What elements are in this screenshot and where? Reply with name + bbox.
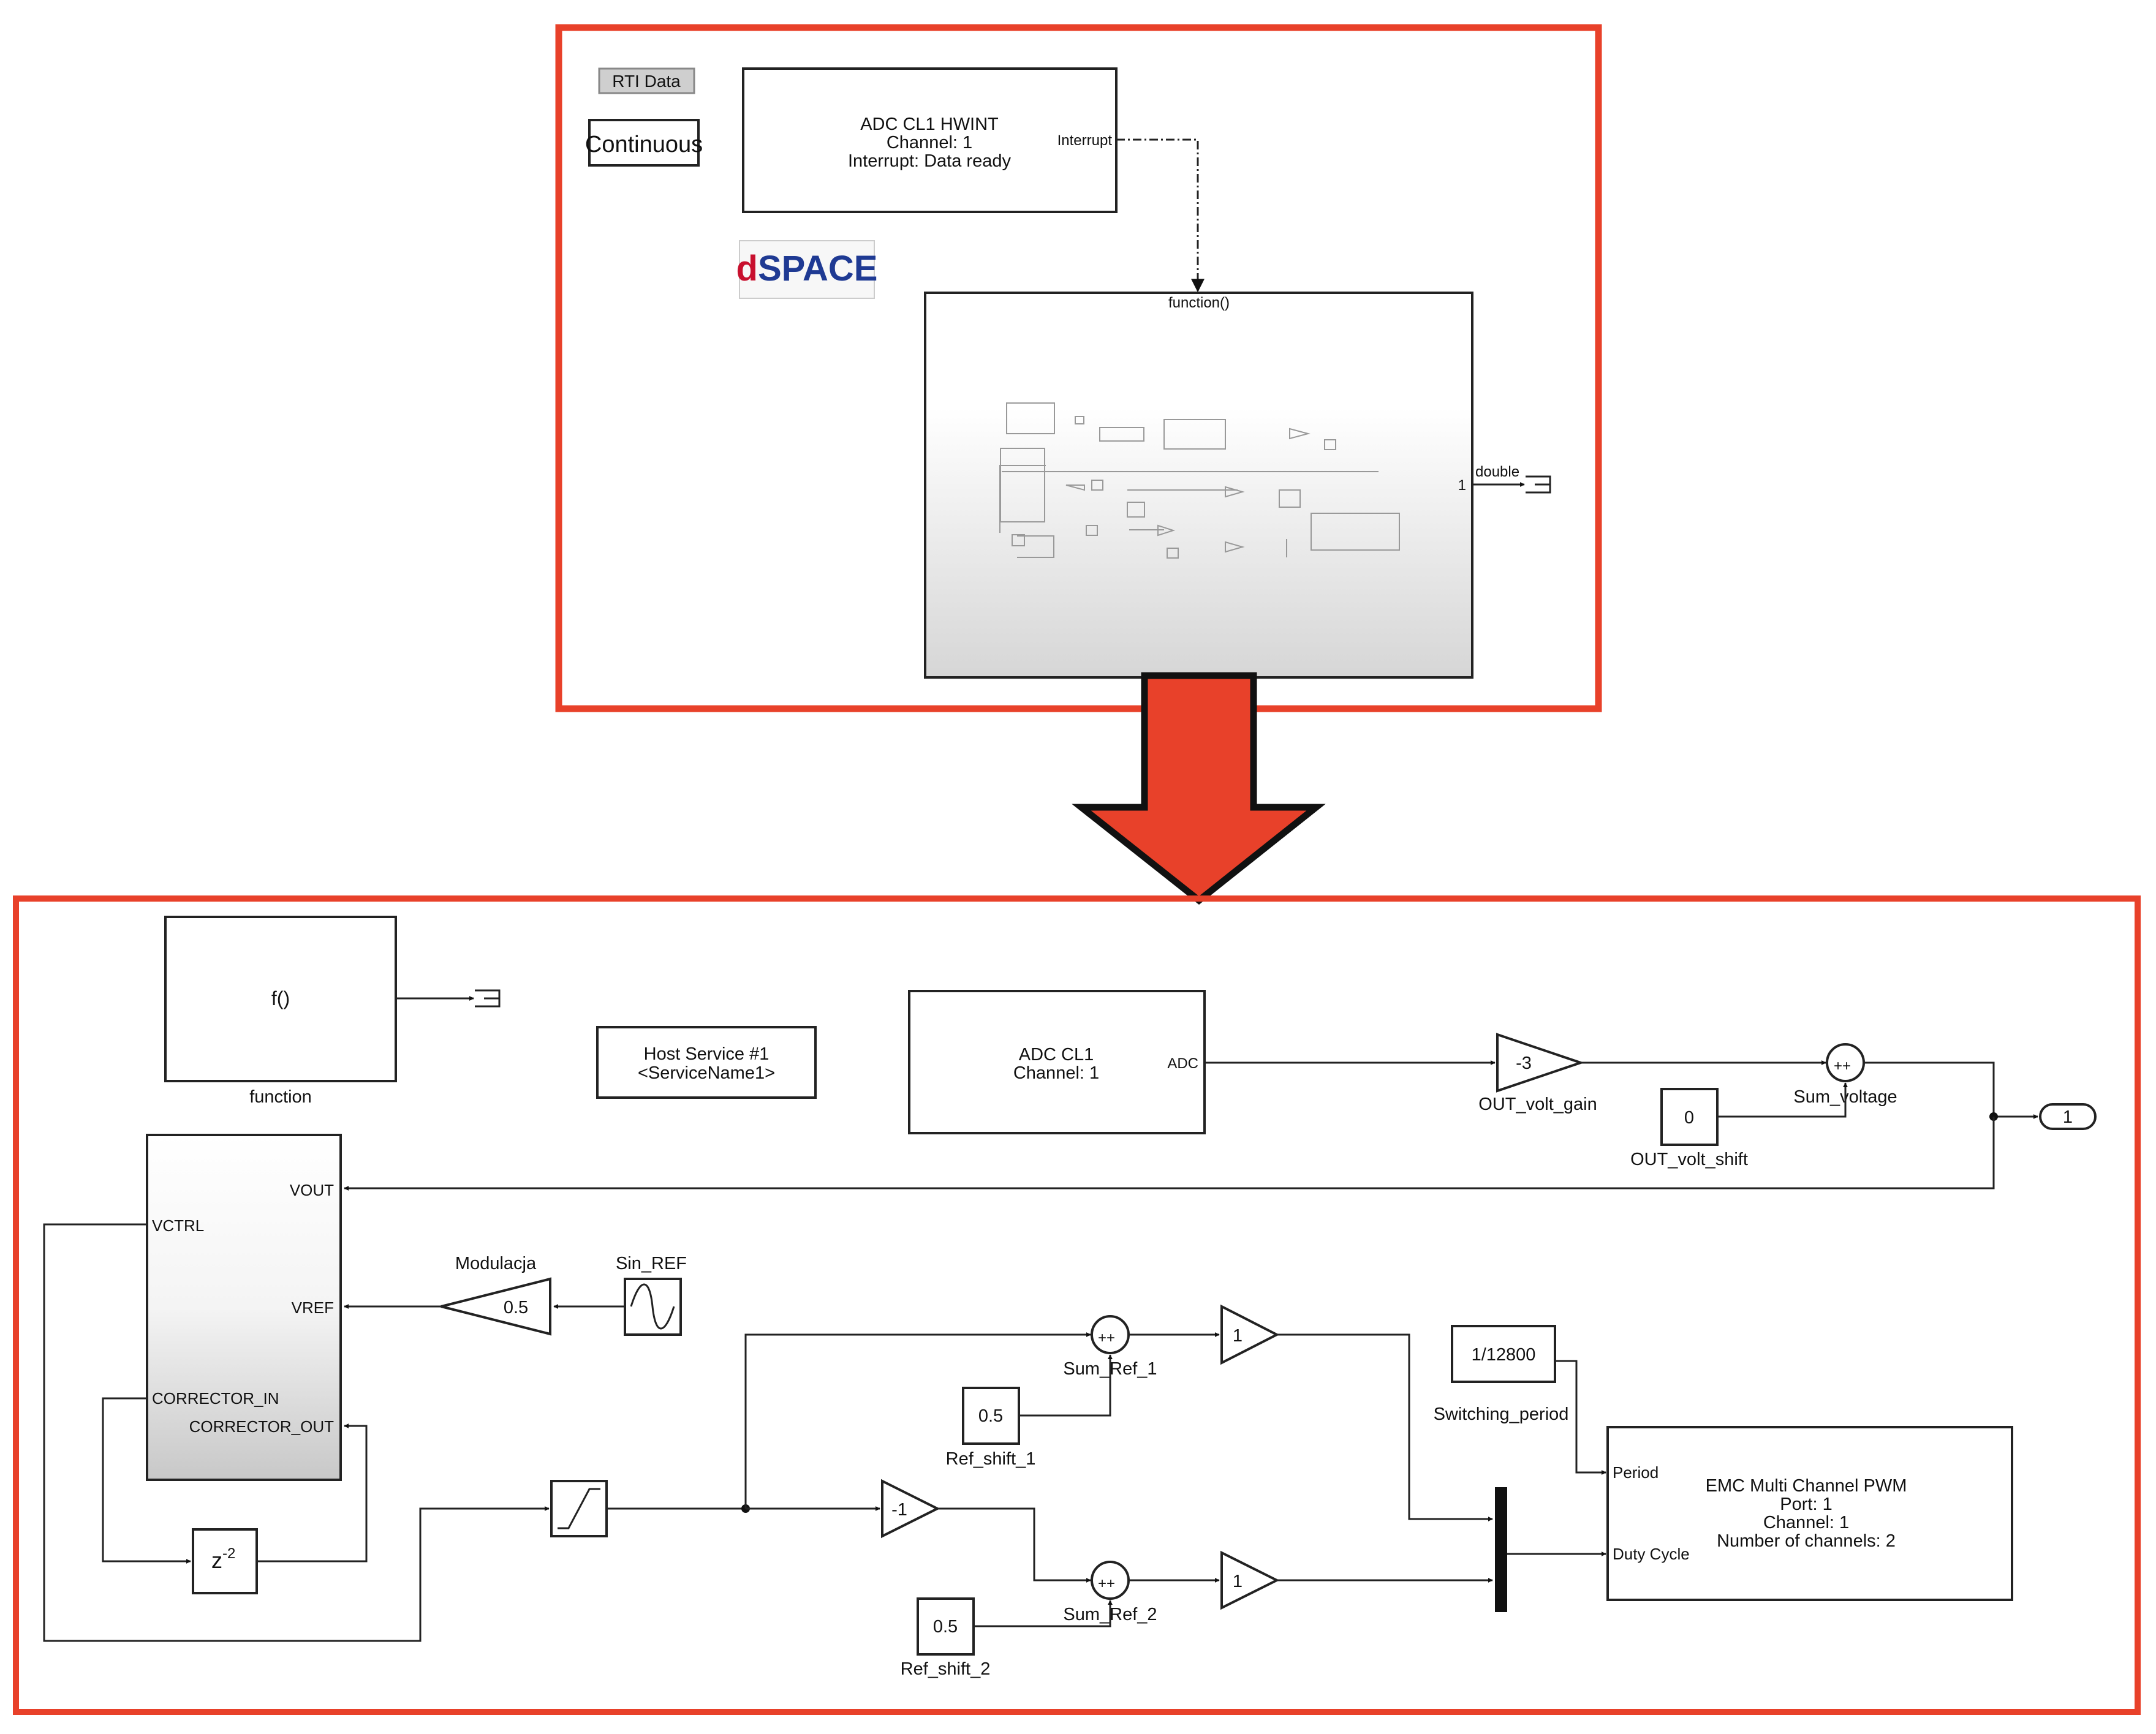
dspace-logo-text: dSPACE [736, 249, 878, 288]
down-arrow [1072, 672, 1326, 905]
ref-shift-2-caption: Ref_shift_2 [901, 1659, 991, 1679]
saturation-block[interactable] [550, 1480, 608, 1537]
pwm-port-period: Period [1613, 1463, 1659, 1482]
plant-port-corrector-out: CORRECTOR_OUT [189, 1417, 335, 1436]
function-terminator [475, 989, 501, 1008]
out-volt-shift-caption: OUT_volt_shift [1630, 1150, 1748, 1169]
subsystem-trigger-label: function() [1168, 295, 1230, 311]
triggered-subsystem[interactable]: function() 1 [924, 292, 1473, 679]
function-block-text: f() [271, 987, 290, 1009]
delay-base: z [211, 1548, 222, 1573]
out-volt-gain-value: -3 [1516, 1054, 1532, 1073]
sum-voltage-output-line [1864, 1061, 2038, 1119]
subsystem-out-port-number: 1 [1458, 477, 1466, 494]
vout-feedback-line [344, 1117, 1995, 1191]
delay-to-corrector-out-line [257, 1423, 368, 1562]
sine-wave-icon [630, 1283, 675, 1330]
rti-data-label: RTI Data [612, 72, 681, 91]
switching-period-to-pwm-line [1555, 1360, 1606, 1475]
adc-cl1-line-2: Channel: 1 [1013, 1063, 1099, 1083]
outport-1[interactable]: 1 [2039, 1103, 2097, 1130]
neg-gain-to-sum-ref-2-line [937, 1507, 1091, 1583]
branch-to-sum-ref-1-line [744, 1332, 1091, 1509]
modulacja-caption: Modulacja [455, 1254, 537, 1273]
ref-shift-2-block[interactable]: 0.5 Ref_shift_2 [901, 1597, 991, 1679]
adc-hwint-line-2: Channel: 1 [887, 133, 972, 153]
sin-ref-caption: Sin_REF [616, 1254, 687, 1273]
ref-shift-1-value: 0.5 [978, 1406, 1003, 1426]
corrector-in-to-delay-line [102, 1397, 191, 1564]
plant-port-vctrl: VCTRL [152, 1216, 204, 1235]
vctrl-loop-line [43, 1223, 550, 1642]
continuous-block[interactable]: Continuous [585, 119, 703, 167]
outport-1-label: 1 [2063, 1107, 2073, 1127]
gain-1-block[interactable]: 1 [1220, 1304, 1280, 1365]
pwm-block[interactable]: EMC Multi Channel PWM Port: 1 Channel: 1… [1606, 1426, 2013, 1601]
pwm-line-2: Port: 1 [1780, 1495, 1832, 1514]
host-service-line-1: Host Service #1 [644, 1044, 770, 1064]
modulacja-value: 0.5 [504, 1298, 528, 1317]
out-volt-gain-block[interactable]: -3 OUT_volt_gain [1478, 1033, 1597, 1114]
ref-shift-2-to-sum-line [974, 1600, 1113, 1627]
gain-1-to-mux-line [1277, 1333, 1493, 1521]
adc-hwint-line-1: ADC CL1 HWINT [860, 115, 999, 134]
plant-port-vout: VOUT [290, 1181, 334, 1199]
delay-text: z-2 [211, 1545, 235, 1573]
gain-2-value: 1 [1233, 1572, 1243, 1591]
pwm-line-4: Number of channels: 2 [1717, 1531, 1896, 1551]
subsystem-output-signal-label: double [1475, 464, 1519, 480]
ref-shift-1-caption: Ref_shift_1 [946, 1449, 1036, 1469]
host-service-line-2: <ServiceName1> [638, 1063, 775, 1083]
ref-shift-2-value: 0.5 [933, 1617, 958, 1637]
continuous-label: Continuous [585, 132, 703, 157]
sum-ref-1-signs: ++ [1098, 1330, 1115, 1346]
pwm-line-1: EMC Multi Channel PWM [1706, 1476, 1907, 1496]
neg-gain-block[interactable]: -1 [881, 1479, 940, 1539]
out-volt-shift-block[interactable]: 0 OUT_volt_shift [1630, 1088, 1748, 1169]
gain-2-block[interactable]: 1 [1220, 1550, 1280, 1610]
switching-period-block[interactable]: 1/12800 Switching_period [1434, 1325, 1569, 1424]
adc-hwint-line-3: Interrupt: Data ready [848, 151, 1011, 171]
function-block-caption: function [249, 1087, 312, 1107]
bottom-panel-frame [13, 895, 2141, 1715]
interrupt-trigger-line [1116, 138, 1205, 293]
adc-cl1-block[interactable]: ADC CL1 Channel: 1 ADC [908, 990, 1206, 1134]
plant-subsystem-block[interactable]: VOUT VCTRL VREF CORRECTOR_IN CORRECTOR_O… [146, 1134, 342, 1481]
out-volt-gain-caption: OUT_volt_gain [1478, 1095, 1597, 1114]
modulacja-gain-block[interactable]: 0.5 Modulacja [441, 1254, 551, 1336]
rti-data-block[interactable]: RTI Data [598, 67, 695, 94]
mux-block[interactable] [1495, 1487, 1507, 1612]
plant-port-vref: VREF [292, 1299, 334, 1317]
delay-exponent: -2 [222, 1545, 235, 1562]
adc-cl1-port: ADC [1167, 1055, 1198, 1072]
top-panel-frame [555, 24, 1602, 712]
adc-hwint-block[interactable]: ADC CL1 HWINT Channel: 1 Interrupt: Data… [742, 67, 1118, 213]
ref-shift-1-to-sum-line [1019, 1354, 1113, 1417]
subsystem-terminator [1526, 475, 1551, 494]
gain-1-value: 1 [1233, 1326, 1243, 1346]
plant-port-corrector-in: CORRECTOR_IN [152, 1389, 279, 1408]
adc-cl1-line-1: ADC CL1 [1019, 1045, 1094, 1065]
sum-voltage-signs: ++ [1834, 1058, 1851, 1074]
host-service-block[interactable]: Host Service #1 <ServiceName1> [596, 1026, 817, 1099]
subsystem-preview [999, 402, 1400, 559]
out-volt-shift-value: 0 [1684, 1108, 1694, 1128]
shift-to-sum-voltage-line [1717, 1082, 1848, 1118]
function-block[interactable]: f() function [164, 916, 397, 1107]
ref-shift-1-block[interactable]: 0.5 Ref_shift_1 [946, 1387, 1036, 1469]
pwm-line-3: Channel: 1 [1763, 1513, 1849, 1532]
delay-block[interactable]: z-2 [192, 1528, 258, 1594]
sin-ref-block[interactable]: Sin_REF [616, 1254, 687, 1336]
dspace-logo: dSPACE [736, 240, 878, 299]
switching-period-caption: Switching_period [1434, 1404, 1569, 1424]
sum-ref-2-signs: ++ [1098, 1575, 1115, 1592]
neg-gain-value: -1 [891, 1500, 907, 1520]
switching-period-value: 1/12800 [1472, 1345, 1536, 1365]
saturation-icon [558, 1488, 600, 1529]
adc-hwint-port-interrupt: Interrupt [1057, 132, 1113, 149]
pwm-port-duty-cycle: Duty Cycle [1613, 1545, 1690, 1563]
